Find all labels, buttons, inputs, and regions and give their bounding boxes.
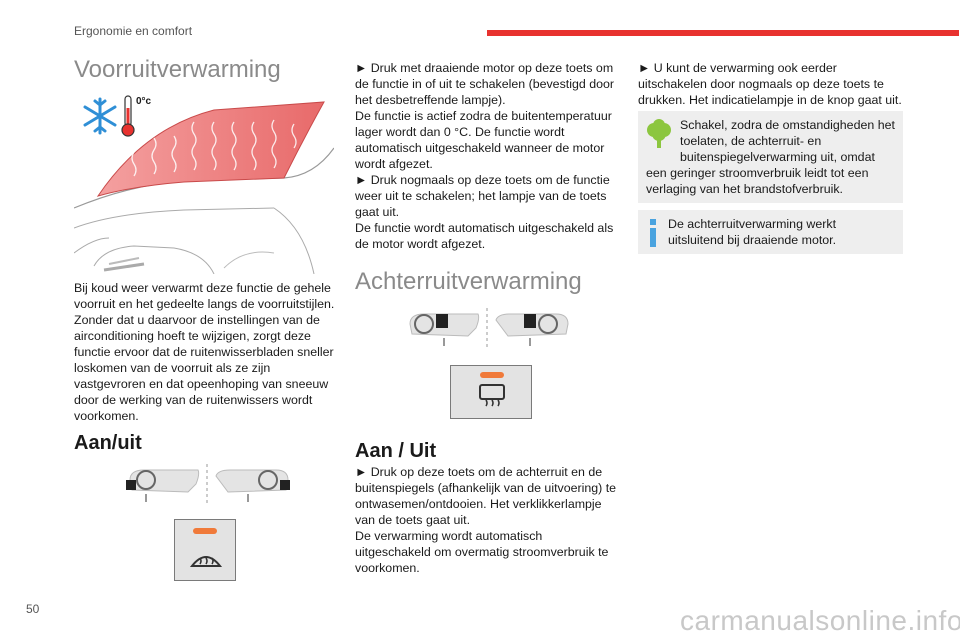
dashboard-left-right-illustration <box>404 306 574 352</box>
instruction-active-note: De functie is actief zodra de buitentemp… <box>355 109 612 171</box>
rear-screen-instructions: ► Druk op deze toets om de achterruit en… <box>355 464 620 576</box>
info-note-text: De achterruitverwarming werkt uitsluiten… <box>668 217 837 247</box>
snowflake-icon <box>82 96 118 136</box>
tree-icon <box>646 119 672 153</box>
rear-demist-button[interactable] <box>450 365 532 419</box>
footer-watermark: carmanualsonline.info <box>680 605 960 636</box>
instruction-switch-off-earlier: ► U kunt de verwarming ook eerder uitsch… <box>638 61 902 107</box>
on-off-subtitle: Aan/uit <box>74 432 142 454</box>
windscreen-heating-title: Voorruitverwarming <box>74 56 281 83</box>
rear-on-off-subtitle: Aan / Uit <box>355 440 437 462</box>
rear-off-instructions: ► U kunt de verwarming ook eerder uitsch… <box>638 60 903 108</box>
windscreen-paragraph: Bij koud weer verwarmt deze functie de g… <box>74 281 335 423</box>
rear-screen-heating-title: Achterruitverwarming <box>355 268 582 295</box>
info-note-box: De achterruitverwarming werkt uitsluiten… <box>638 210 903 254</box>
indicator-lamp <box>193 528 217 534</box>
thermometer-label: 0°c <box>136 96 152 107</box>
info-icon <box>646 218 660 252</box>
windscreen-heat-icon <box>189 544 223 572</box>
header-accent-bar <box>487 30 959 36</box>
windscreen-description: Bij koud weer verwarmt deze functie de g… <box>74 280 336 424</box>
windscreen-instructions: ► Druk met draaiende motor op deze toets… <box>355 60 617 252</box>
instruction-press-toggle: ► Druk met draaiende motor op deze toets… <box>355 61 614 107</box>
section-label: Ergonomie en comfort <box>74 24 193 38</box>
instruction-auto-off: De functie wordt automatisch uitgeschake… <box>355 221 614 251</box>
instruction-press-rear: ► Druk op deze toets om de achterruit en… <box>355 465 617 527</box>
page-number: 50 <box>26 602 40 616</box>
indicator-lamp <box>480 372 504 378</box>
windscreen-heat-button[interactable] <box>174 519 236 581</box>
instruction-rear-auto-off: De verwarming wordt automatisch uitgesch… <box>355 529 609 575</box>
windscreen-illustration <box>73 88 335 275</box>
thermometer-icon <box>120 94 136 138</box>
eco-note-text: Schakel, zodra de omstandigheden het toe… <box>646 118 895 196</box>
rear-demist-icon <box>477 382 507 408</box>
dashboard-left-right-illustration <box>124 462 294 508</box>
eco-note-box: Schakel, zodra de omstandigheden het toe… <box>638 111 903 203</box>
instruction-press-again: ► Druk nogmaals op deze toets om de func… <box>355 173 610 219</box>
